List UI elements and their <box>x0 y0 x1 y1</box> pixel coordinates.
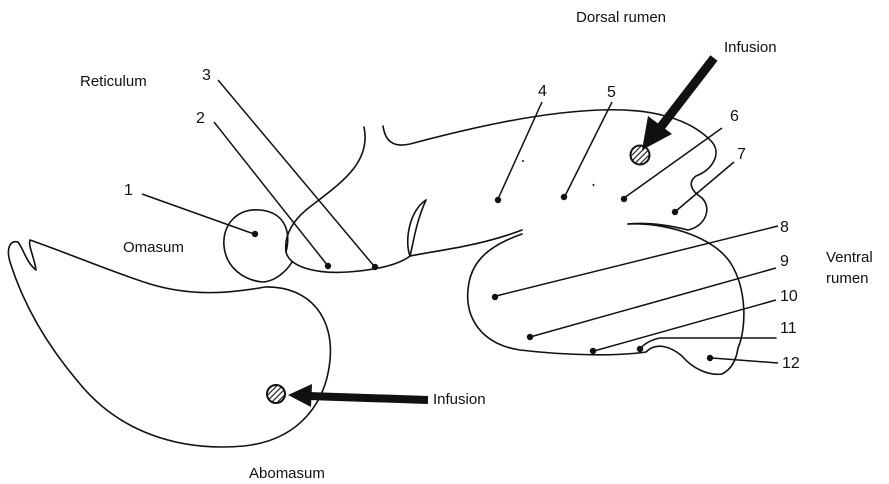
label-infusion-bottom: Infusion <box>433 391 486 408</box>
site-label-4: 4 <box>538 83 547 100</box>
label-infusion-top: Infusion <box>724 39 777 56</box>
site-dot-7 <box>672 209 678 215</box>
label-abomasum: Abomasum <box>249 465 325 482</box>
site-dot-4 <box>495 197 501 203</box>
site-label-5: 5 <box>607 84 616 101</box>
label-ventral-rumen-line2: rumen <box>826 270 869 287</box>
site-label-6: 6 <box>730 108 739 125</box>
site-dot-10 <box>590 348 596 354</box>
site-dot-6 <box>621 196 627 202</box>
reticulum-outline <box>286 127 426 272</box>
leader-site-12 <box>712 358 778 363</box>
omasum-outline <box>224 210 292 282</box>
site-dot-1 <box>252 231 258 237</box>
site-dot-12 <box>707 355 713 361</box>
site-label-10: 10 <box>780 288 798 305</box>
infusion-arrow-icon <box>642 58 714 150</box>
site-dot-2 <box>325 263 331 269</box>
site-label-8: 8 <box>780 219 789 236</box>
abomasum-outline <box>8 240 330 447</box>
leader-site-11 <box>640 338 776 349</box>
leader-site-7 <box>676 162 734 211</box>
site-label-1: 1 <box>124 182 133 199</box>
label-dorsal-rumen: Dorsal rumen <box>576 9 666 26</box>
label-omasum: Omasum <box>123 239 184 256</box>
leader-site-1 <box>142 194 254 234</box>
infusion-bottom <box>267 384 428 407</box>
rumen-outline <box>383 110 744 375</box>
sampling-site-dots <box>252 194 713 361</box>
label-ventral-rumen-line1: Ventral <box>826 249 873 266</box>
leader-site-8 <box>496 226 778 296</box>
label-reticulum: Reticulum <box>80 73 147 90</box>
site-dot-8 <box>492 294 498 300</box>
site-label-12: 12 <box>782 355 800 372</box>
site-label-11: 11 <box>780 320 797 337</box>
leader-site-10 <box>594 300 776 351</box>
site-label-7: 7 <box>737 146 746 163</box>
site-dot-9 <box>527 334 533 340</box>
leader-site-5 <box>565 102 612 196</box>
site-dot-5 <box>561 194 567 200</box>
site-dot-11 <box>637 346 643 352</box>
infusion-point-icon <box>267 385 285 403</box>
site-dot-3 <box>372 264 378 270</box>
leader-site-4 <box>498 102 542 199</box>
infusion-point-icon <box>631 146 650 165</box>
site-label-9: 9 <box>780 253 789 270</box>
site-label-3: 3 <box>202 67 211 84</box>
site-label-2: 2 <box>196 110 205 127</box>
infusion-arrow-icon <box>288 384 428 407</box>
